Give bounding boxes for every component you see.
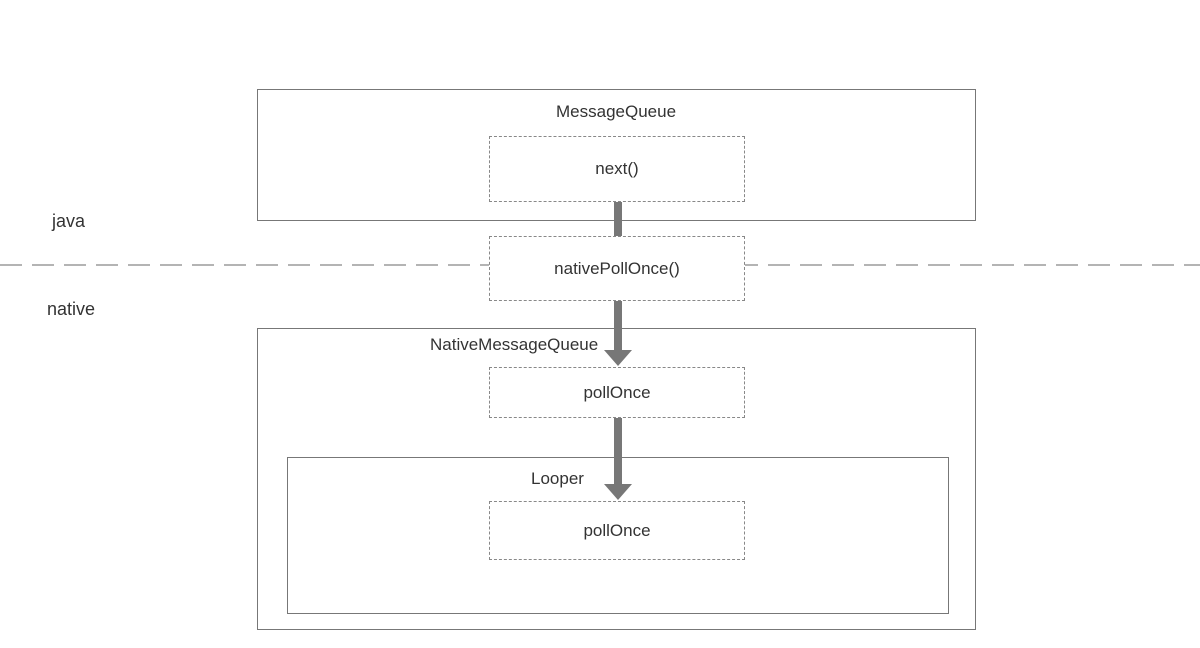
looper-title: Looper [531, 469, 584, 488]
next-method-label: next() [595, 159, 639, 178]
native-to-pollonce-arrow [604, 301, 632, 366]
pollonce-to-looper-arrow [604, 418, 632, 500]
native-poll-once-method-label: pollOnce [583, 382, 651, 402]
native-poll-once-box: nativePollOnce() [489, 236, 745, 301]
next-to-native-connector [614, 202, 622, 236]
native-message-queue-title: NativeMessageQueue [430, 335, 601, 355]
native-poll-once-label: nativePollOnce() [554, 258, 680, 278]
java-layer-label: java [52, 211, 86, 231]
looper-poll-once-box: pollOnce [489, 501, 745, 560]
message-queue-title: MessageQueue [556, 102, 677, 121]
next-method-box: next() [489, 136, 745, 202]
native-poll-once-method-box: pollOnce [489, 367, 745, 418]
native-layer-label: native [47, 299, 96, 319]
looper-poll-once-label: pollOnce [583, 520, 651, 540]
